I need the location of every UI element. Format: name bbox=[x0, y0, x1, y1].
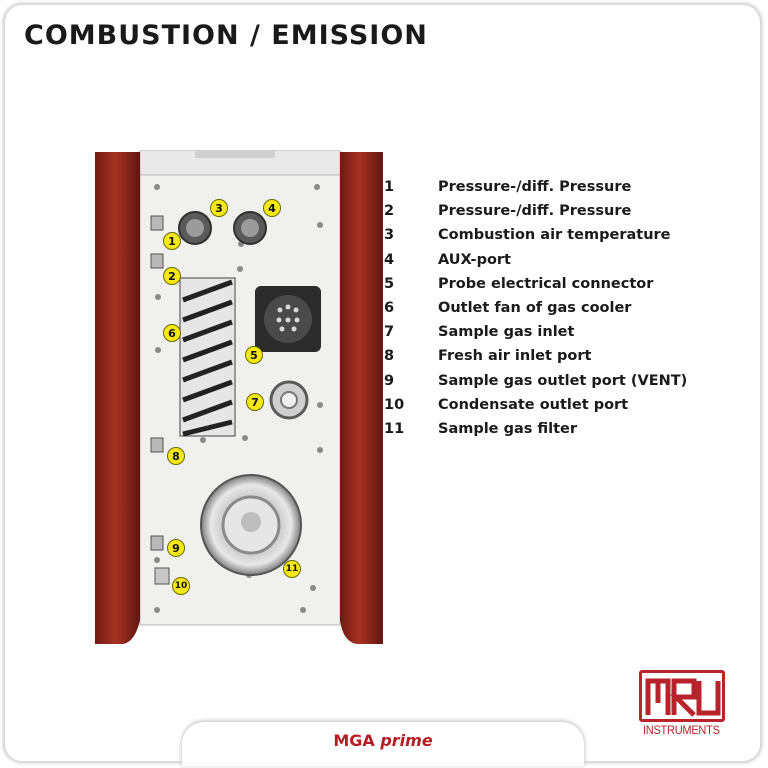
legend-number: 5 bbox=[384, 275, 395, 292]
legend-label: Fresh air inlet port bbox=[438, 348, 592, 365]
callout-1: 1 bbox=[163, 232, 181, 250]
legend-label: Pressure-/diff. Pressure bbox=[438, 203, 632, 220]
legend-row: 1 Pressure-/diff. Pressure bbox=[384, 175, 687, 199]
mru-logo: INSTRUMENTS bbox=[639, 670, 731, 737]
product-model: prime bbox=[380, 731, 433, 750]
legend-number: 10 bbox=[384, 396, 405, 413]
legend-number: 7 bbox=[384, 324, 395, 341]
legend-number: 6 bbox=[384, 300, 395, 317]
legend-label: Sample gas outlet port (VENT) bbox=[438, 372, 688, 389]
logo-subtitle: INSTRUMENTS bbox=[642, 723, 720, 737]
page-title: COMBUSTION / EMISSION bbox=[24, 20, 428, 51]
legend-number: 9 bbox=[384, 372, 395, 389]
legend-number: 2 bbox=[384, 203, 395, 220]
product-brand: MGA bbox=[333, 731, 375, 750]
product-name: MGA prime bbox=[182, 731, 584, 750]
mru-letters-icon bbox=[645, 678, 721, 717]
legend-label: Condensate outlet port bbox=[438, 396, 629, 413]
callout-9: 9 bbox=[167, 539, 185, 557]
callout-8: 8 bbox=[167, 447, 185, 465]
legend-label: Combustion air temperature bbox=[438, 227, 671, 244]
legend-number: 4 bbox=[384, 251, 395, 268]
legend-number: 3 bbox=[384, 227, 395, 244]
logo-mark bbox=[639, 670, 725, 722]
callout-3: 3 bbox=[210, 199, 228, 217]
legend-label: Outlet fan of gas cooler bbox=[438, 300, 632, 317]
legend-number: 11 bbox=[384, 420, 405, 437]
legend-row: 8 Fresh air inlet port bbox=[384, 344, 687, 368]
legend-label: Probe electrical connector bbox=[438, 275, 654, 292]
legend-row: 6 Outlet fan of gas cooler bbox=[384, 296, 687, 320]
callout-2: 2 bbox=[163, 267, 181, 285]
legend-row: 3 Combustion air temperature bbox=[384, 223, 687, 247]
legend-label: AUX-port bbox=[438, 251, 511, 268]
footer-tab: MGA prime bbox=[182, 722, 584, 766]
legend-number: 1 bbox=[384, 179, 395, 196]
legend-row: 2 Pressure-/diff. Pressure bbox=[384, 199, 687, 223]
callout-11: 11 bbox=[283, 560, 301, 578]
callout-10: 10 bbox=[172, 577, 190, 595]
legend-row: 5 Probe electrical connector bbox=[384, 272, 687, 296]
legend-label: Sample gas inlet bbox=[438, 324, 575, 341]
legend-row: 10 Condensate outlet port bbox=[384, 393, 687, 417]
legend-row: 9 Sample gas outlet port (VENT) bbox=[384, 369, 687, 393]
callout-5: 5 bbox=[245, 346, 263, 364]
callout-4: 4 bbox=[263, 199, 281, 217]
legend-number: 8 bbox=[384, 348, 395, 365]
legend-row: 7 Sample gas inlet bbox=[384, 320, 687, 344]
legend-row: 4 AUX-port bbox=[384, 248, 687, 272]
device-rear-panel bbox=[95, 150, 383, 644]
legend-row: 11 Sample gas filter bbox=[384, 417, 687, 441]
legend-label: Pressure-/diff. Pressure bbox=[438, 179, 632, 196]
callout-6: 6 bbox=[163, 324, 181, 342]
callout-7: 7 bbox=[246, 393, 264, 411]
legend-label: Sample gas filter bbox=[438, 420, 578, 437]
